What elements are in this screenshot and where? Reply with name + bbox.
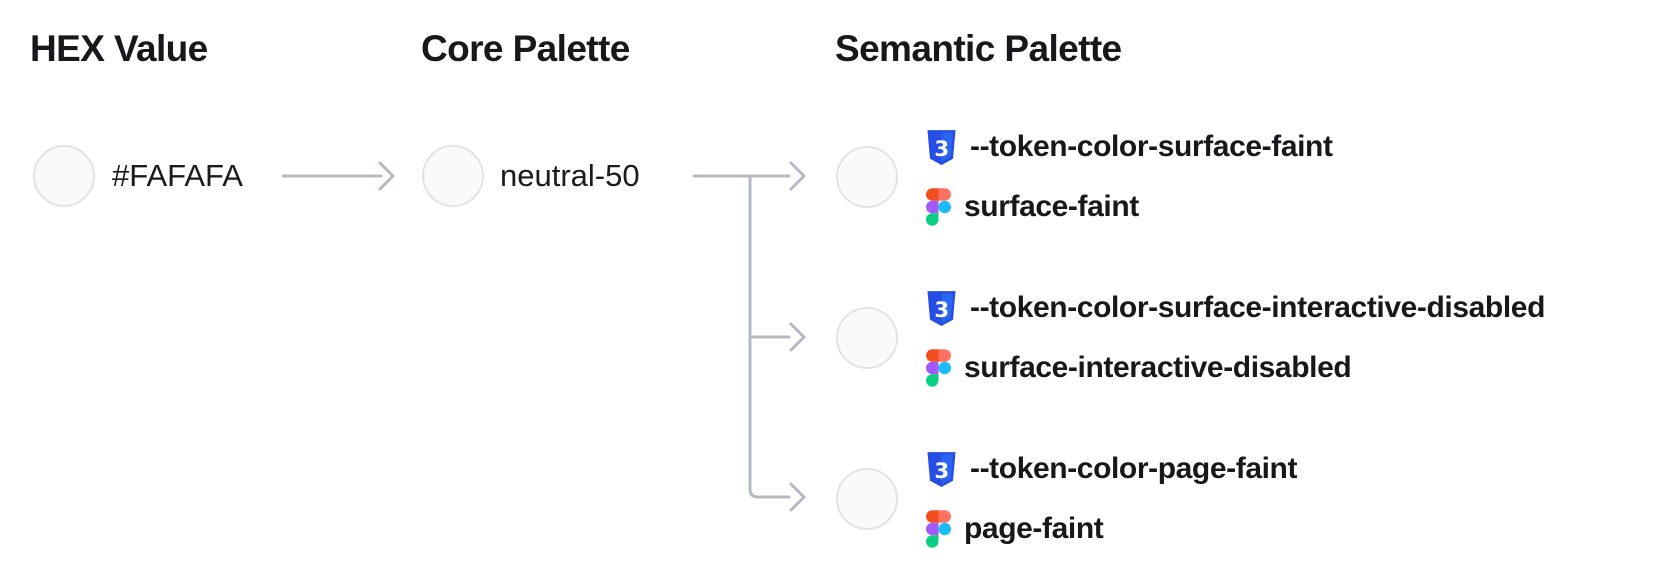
semantic-token-item: 3 --token-color-surface-faint surface-fa…: [836, 128, 1333, 226]
arrow-hex-to-core-head: [378, 161, 395, 191]
figma-style-name: surface-interactive-disabled: [964, 351, 1352, 384]
svg-text:3: 3: [934, 298, 949, 323]
semantic-color-swatch: [836, 146, 898, 208]
column-heading-semantic-palette: Semantic Palette: [835, 28, 1122, 69]
css-variable-name: --token-color-surface-interactive-disabl…: [970, 291, 1545, 324]
svg-text:3: 3: [934, 137, 949, 162]
css3-shield-icon: 3: [926, 129, 957, 165]
hex-value-label: #FAFAFA: [112, 158, 243, 193]
column-heading-core-palette: Core Palette: [421, 28, 630, 69]
semantic-token-item: 3 --token-color-surface-interactive-disa…: [836, 289, 1545, 387]
core-color-swatch: [422, 145, 484, 207]
core-token-label: neutral-50: [500, 158, 640, 193]
column-heading-hex-value: HEX Value: [30, 28, 208, 69]
hex-color-swatch: [33, 145, 95, 207]
arrow-branch-2-head: [789, 322, 806, 352]
figma-style-name: surface-faint: [964, 190, 1139, 223]
svg-text:3: 3: [934, 459, 949, 484]
branch-vertical-line: [748, 175, 791, 499]
css-variable-name: --token-color-surface-faint: [970, 130, 1333, 163]
css3-shield-icon: 3: [926, 290, 957, 326]
css-variable-name: --token-color-page-faint: [970, 452, 1298, 485]
semantic-color-swatch: [836, 468, 898, 530]
semantic-token-item: 3 --token-color-page-faint page-faint: [836, 450, 1297, 548]
figma-logo-icon: [926, 510, 951, 548]
figma-logo-icon: [926, 349, 951, 387]
semantic-color-swatch: [836, 307, 898, 369]
css3-shield-icon: 3: [926, 451, 957, 487]
arrow-branch-1-head: [789, 161, 806, 191]
figma-logo-icon: [926, 188, 951, 226]
arrow-branch-3-head: [789, 482, 806, 512]
figma-style-name: page-faint: [964, 512, 1104, 545]
